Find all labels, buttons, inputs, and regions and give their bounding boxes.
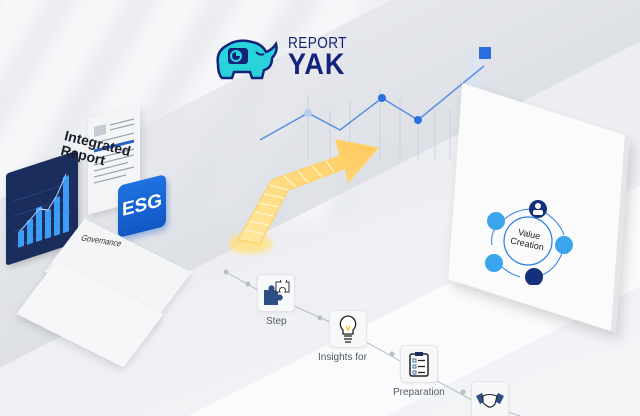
yak-icon — [216, 39, 278, 80]
step-card-insights[interactable] — [329, 310, 367, 348]
puzzle-icon — [264, 280, 290, 305]
checklist-icon — [409, 352, 429, 377]
text-document — [88, 105, 140, 215]
handshake-icon — [476, 393, 504, 408]
logo-text-report: REPORT — [288, 35, 347, 52]
lightbulb-icon — [339, 315, 357, 343]
step-card-step[interactable] — [257, 274, 295, 312]
document-icon — [525, 268, 543, 285]
logo-text-yak: YAK — [288, 48, 346, 81]
globe-icon — [485, 254, 503, 272]
value-creation-diagram — [485, 200, 573, 285]
staircase-arrow-icon — [228, 139, 380, 254]
webcam-icon — [555, 236, 573, 254]
step-label-step: Step — [266, 316, 287, 327]
step-card-partnership[interactable] — [471, 381, 509, 416]
step-label-insights: Insights for — [318, 352, 367, 363]
clipboard-icon — [487, 212, 505, 230]
report-yak-logo: REPORT YAK — [212, 34, 357, 80]
step-card-preparation[interactable] — [400, 345, 438, 383]
step-label-preparation: Preparation — [393, 387, 445, 398]
bar-chart-icon — [14, 174, 72, 248]
document-lines-icon — [94, 118, 134, 184]
analytics-monitor — [6, 150, 78, 266]
